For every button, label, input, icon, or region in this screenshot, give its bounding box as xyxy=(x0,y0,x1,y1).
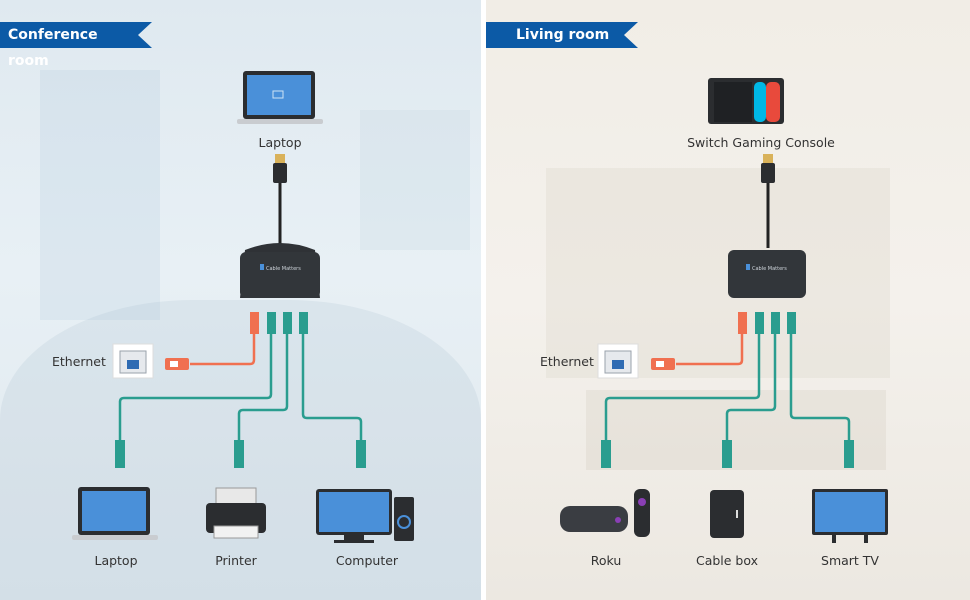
orange-plug-icon xyxy=(165,358,189,370)
laptop-top-label: Laptop xyxy=(258,135,302,150)
laptop-bottom-label: Laptop xyxy=(94,553,138,568)
orange-ethernet-cable xyxy=(190,334,256,366)
switch-console-label: Switch Gaming Console xyxy=(687,135,835,150)
rj45-plug-icon xyxy=(844,440,854,468)
ethernet-wall-port-icon xyxy=(112,343,154,379)
smart-tv-label: Smart TV xyxy=(821,553,879,568)
conference-room-panel: Conference room Cable Matters xyxy=(0,0,481,600)
rj45-plug-icon xyxy=(115,440,125,468)
hub-ports xyxy=(250,312,308,334)
roku-box-icon xyxy=(560,506,628,532)
computer-monitor-icon xyxy=(316,489,392,543)
teal-cable-roku xyxy=(604,334,761,440)
hub-brand-label: Cable Matters xyxy=(266,266,301,272)
laptop-icon xyxy=(237,71,323,124)
hub-icon: Cable Matters xyxy=(240,243,320,298)
cable-box-icon xyxy=(710,490,744,538)
teal-cable-computer xyxy=(301,334,363,440)
rj45-plug-icon xyxy=(234,440,244,468)
computer-label: Computer xyxy=(335,553,399,568)
usb-cable-icon xyxy=(761,154,775,248)
usb-cable-icon xyxy=(273,154,287,248)
rj45-plug-icon xyxy=(722,440,732,468)
hub-ports xyxy=(738,312,796,334)
living-room-title-text: Living room xyxy=(516,27,610,43)
ethernet-wall-port-icon xyxy=(597,343,639,379)
roku-remote-icon xyxy=(634,489,650,537)
orange-ethernet-cable xyxy=(676,334,744,366)
printer-label: Printer xyxy=(215,553,257,568)
rj45-plug-icon xyxy=(601,440,611,468)
living-room-diagram: Cable Matters xyxy=(560,78,888,543)
computer-tower-icon xyxy=(394,497,414,541)
orange-plug-icon xyxy=(651,358,675,370)
background-screen xyxy=(360,110,470,250)
printer-icon xyxy=(206,487,266,539)
conference-room-title-text: Conference room xyxy=(8,27,98,69)
living-room-title: Living room xyxy=(486,22,638,48)
laptop-icon xyxy=(72,487,158,540)
panel-divider xyxy=(481,0,486,600)
smart-tv-icon xyxy=(812,489,888,543)
conference-room-title: Conference room xyxy=(0,22,152,69)
background-tv-wall xyxy=(546,168,890,378)
background-window xyxy=(40,70,160,320)
switch-console-icon xyxy=(708,78,784,124)
teal-cable-printer xyxy=(237,334,289,440)
teal-cable-laptop xyxy=(118,334,273,440)
rj45-plug-icon xyxy=(356,440,366,468)
teal-cable-smart-tv xyxy=(789,334,851,440)
background-cabinet xyxy=(586,390,886,470)
living-room-panel: Living room Cable Matters xyxy=(486,0,970,600)
cable-box-label: Cable box xyxy=(695,553,759,568)
conference-room-diagram: Cable Matters xyxy=(72,71,414,543)
ethernet-label: Ethernet xyxy=(540,354,594,369)
ethernet-label: Ethernet xyxy=(52,354,106,369)
teal-cable-cable-box xyxy=(725,334,777,440)
hub-icon: Cable Matters xyxy=(728,250,806,298)
hub-brand-label: Cable Matters xyxy=(752,266,787,272)
roku-label: Roku xyxy=(590,553,622,568)
